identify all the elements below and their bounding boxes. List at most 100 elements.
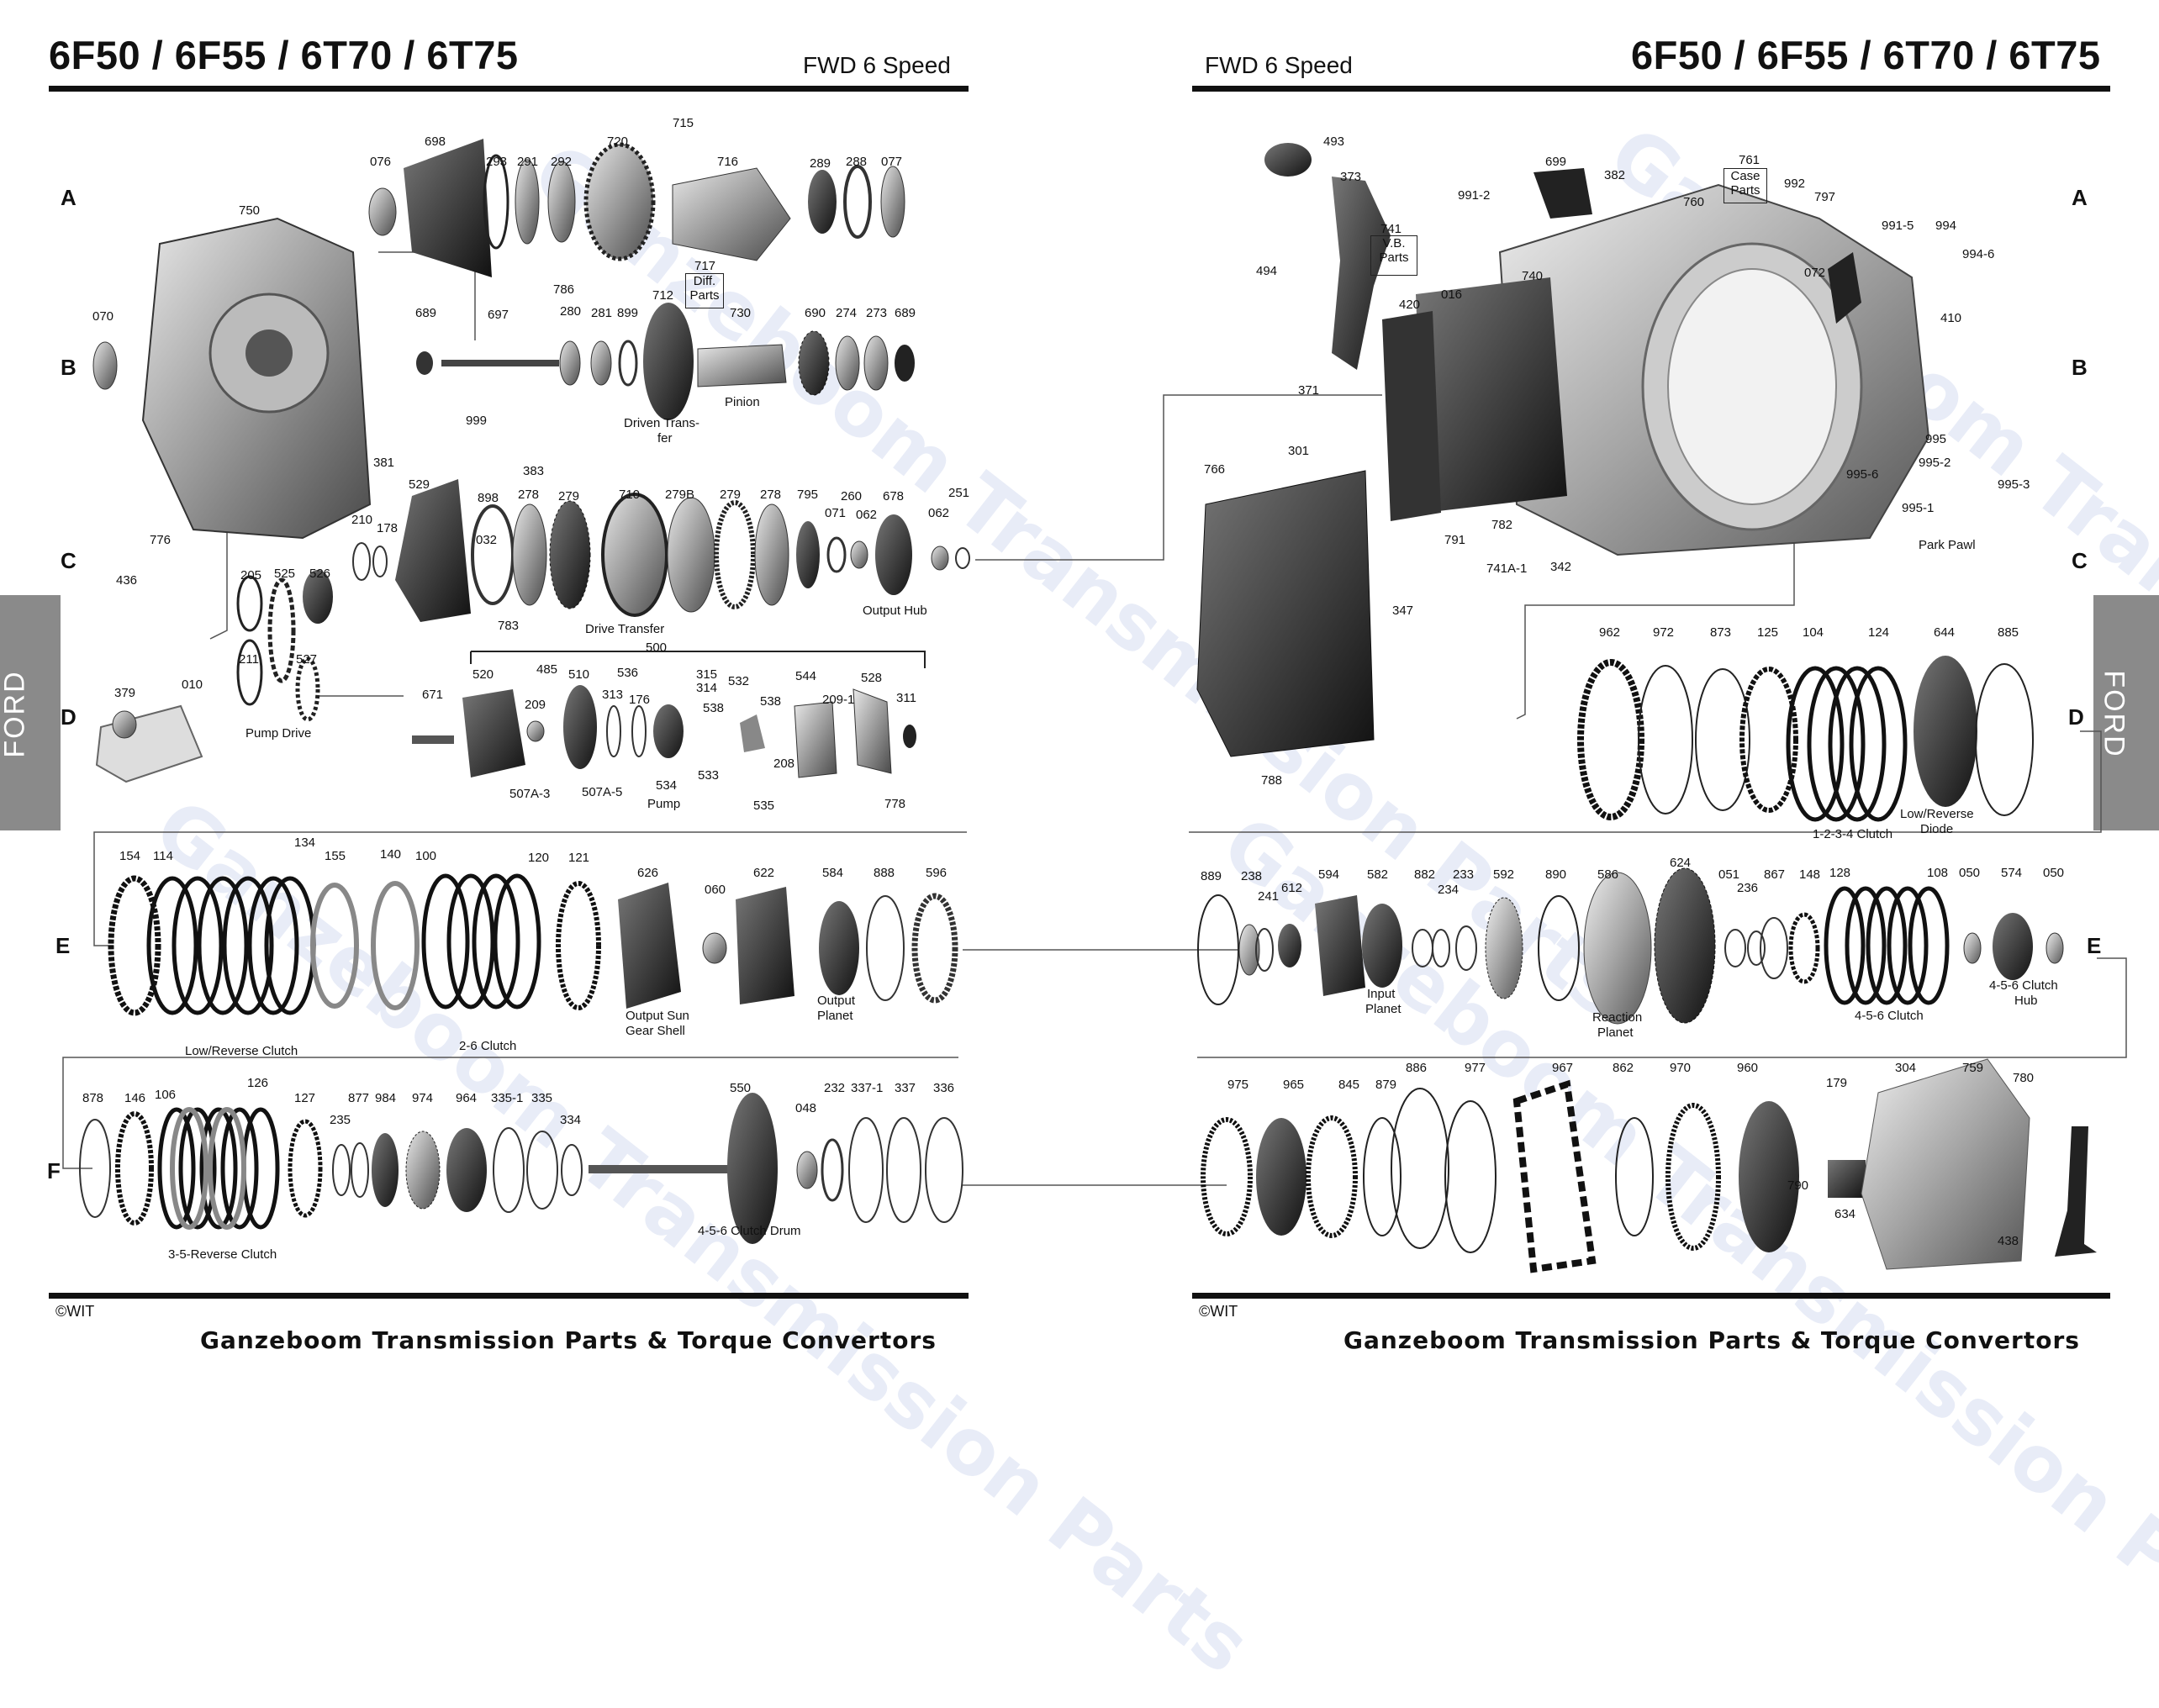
part-label: 532 [728,674,750,688]
row-letter-b-left: B [61,355,77,380]
part-label: 974 [412,1091,434,1105]
part-label: Diode [1920,822,1954,836]
part-label: 520 [472,667,494,682]
case-750-part [141,217,372,540]
part-label: 574 [2001,866,2023,880]
part-label: Reaction [1592,1010,1643,1025]
row-letter-b-right: B [2072,355,2088,380]
part-label: 278 [518,488,540,502]
part-label: Input [1367,987,1396,1001]
right-row-e-parts [1197,867,2064,1025]
part-label: 715 [673,116,694,130]
part-label: 148 [1799,867,1821,882]
part-label: 060 [705,883,726,897]
right-header-rule [1192,86,2110,92]
part-label: 062 [856,508,878,522]
part-label: 072 [1804,266,1826,280]
part-label: 624 [1670,856,1692,870]
part-label: 500 [646,640,668,655]
part-label: 999 [466,414,488,428]
part-label: 783 [498,619,520,633]
part-label: 334 [560,1113,582,1127]
part-label: 885 [1998,625,2019,640]
right-exploded-diagram [1080,143,2127,1273]
part-label: 586 [1597,867,1619,882]
cap-493-part [1264,143,1312,177]
right-row-f-parts [1201,1058,2097,1273]
part-label: 791 [1444,533,1466,547]
part-label: 176 [629,693,651,707]
left-flow-lines [62,251,1080,1186]
part-label: 962 [1599,625,1621,640]
lever-410-part [1828,252,1861,324]
left-page-subtitle: FWD 6 Speed [803,52,951,78]
part-label: 690 [805,306,826,320]
part-label: Hub [2014,994,2038,1008]
part-label: 644 [1934,625,1956,640]
part-label: 383 [523,464,545,478]
part-label: 154 [119,849,141,863]
part-label: 582 [1367,867,1389,882]
part-label: 205 [240,568,262,583]
left-header-rule [49,86,969,92]
part-label: 888 [874,866,895,880]
part-label: 622 [753,866,775,880]
part-label: 712 [652,288,674,303]
right-side-tab: FORD [2093,595,2159,830]
part-label: 336 [933,1081,955,1095]
part-label: 335-1 [491,1091,524,1105]
part-label: 236 [1737,881,1759,895]
part-label: 697 [488,308,509,322]
part-label: fer [657,431,673,445]
part-label: 493 [1323,134,1345,149]
part-label: 124 [1868,625,1890,640]
part-label: Park Pawl [1919,538,1976,552]
part-label: 238 [1241,869,1263,883]
part-label: 208 [773,756,795,771]
row-letter-d-right: D [2068,704,2084,730]
part-label: 788 [1261,773,1283,788]
part-label: 210 [351,513,373,527]
part-label: Output Hub [863,604,927,618]
part-label: 108 [1927,866,1949,880]
part-label: 106 [155,1088,177,1102]
part-label: Parts [1379,250,1409,265]
part-label: 155 [325,849,346,863]
part-label: 994-6 [1962,247,1995,261]
part-label: 780 [2013,1071,2035,1085]
part-label: 371 [1298,383,1320,398]
part-label: 062 [928,506,950,520]
part-label: 678 [883,489,905,503]
part-label: 995-2 [1919,456,1951,470]
part-label: 538 [760,694,782,709]
right-page-title: 6F50 / 6F55 / 6T70 / 6T75 [1631,33,2101,77]
row-c-parts [236,479,970,683]
part-label: 790 [1787,1178,1809,1193]
part-label: 077 [881,155,903,169]
part-label: Diff. [693,274,716,288]
part-label: 337 [895,1081,916,1095]
part-label: 251 [948,486,970,500]
part-label: 970 [1670,1061,1692,1075]
part-label: 211 [239,652,259,667]
part-label: 878 [82,1091,104,1105]
row-b-parts [92,303,915,420]
filter-010-part [95,704,203,783]
part-label: Drive Transfer [585,622,665,636]
part-label: Planet [817,1009,853,1023]
part-label: Pinion [725,395,760,409]
part-label: 485 [536,662,558,677]
part-label: 750 [239,203,261,218]
part-label: 761 [1739,153,1760,167]
part-label: 120 [528,851,550,865]
part-label: 975 [1227,1078,1249,1092]
part-label: 337-1 [851,1081,884,1095]
plate-420-part [1382,311,1441,521]
part-label: 292 [551,155,573,169]
row-letter-f-left: F [47,1158,61,1183]
row-letter-a-right: A [2072,185,2088,210]
part-label: 071 [825,506,847,520]
part-label: Pump [647,797,681,811]
part-label: 536 [617,666,639,680]
part-label: 114 [153,849,173,863]
